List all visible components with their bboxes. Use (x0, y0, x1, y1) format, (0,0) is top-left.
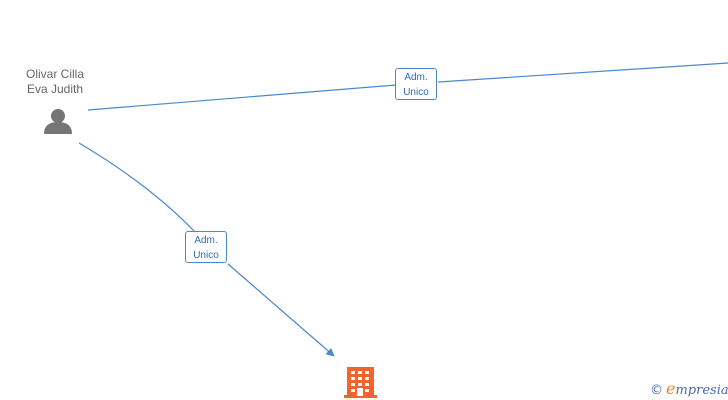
person-icon[interactable] (44, 109, 72, 134)
brand-initial: e (666, 379, 676, 398)
copyright-icon: © (650, 383, 663, 398)
edge-line-to-company (78, 142, 334, 356)
building-icon[interactable] (344, 367, 377, 398)
edge-line-to-right (87, 62, 728, 111)
person-name-line2: Eva Judith (26, 82, 84, 96)
person-name-line1: Olivar Cilla (25, 67, 84, 81)
person-name[interactable]: Olivar Cilla Eva Judith (10, 67, 100, 97)
edge-label-adm-unico-right[interactable]: Adm. Unico (395, 68, 437, 100)
edge-label-line1: Adm. (404, 72, 428, 83)
edge-label-line2: Unico (193, 250, 219, 261)
empresia-watermark: ©empresia (650, 379, 728, 398)
edge-label-line1: Adm. (194, 235, 218, 246)
brand-rest: mpresia (675, 383, 728, 398)
edge-label-adm-unico-company[interactable]: Adm. Unico (185, 231, 227, 263)
edge-label-line2: Unico (403, 87, 429, 98)
